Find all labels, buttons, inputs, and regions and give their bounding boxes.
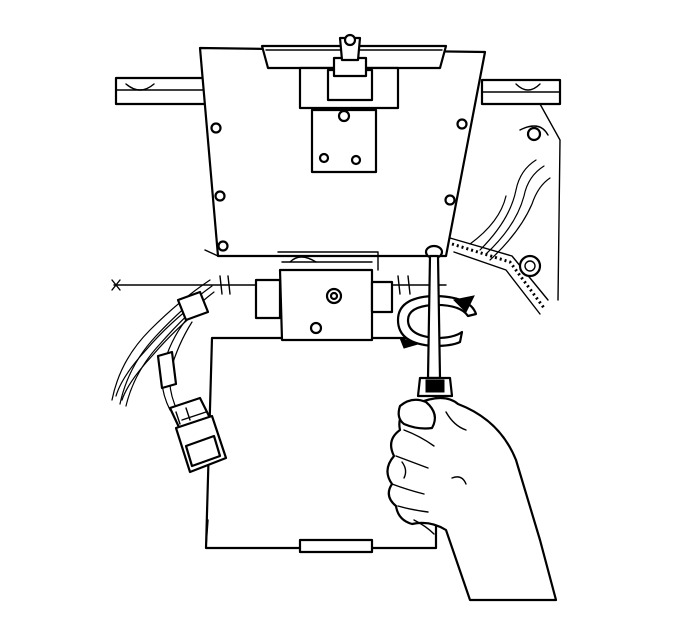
mounting-hole bbox=[217, 240, 229, 252]
technician-hand bbox=[386, 396, 558, 602]
mounting-hole bbox=[210, 122, 222, 134]
screwdriver bbox=[416, 244, 454, 398]
center-screw bbox=[254, 251, 394, 342]
cross-bar bbox=[114, 76, 562, 301]
mounting-hole bbox=[456, 118, 468, 130]
mounting-hole bbox=[444, 194, 456, 206]
wiring-harness bbox=[111, 159, 551, 413]
electrical-connector bbox=[168, 396, 228, 474]
rotation-arrow bbox=[396, 294, 478, 349]
top-bracket bbox=[260, 33, 448, 174]
mounting-hole bbox=[214, 190, 226, 202]
